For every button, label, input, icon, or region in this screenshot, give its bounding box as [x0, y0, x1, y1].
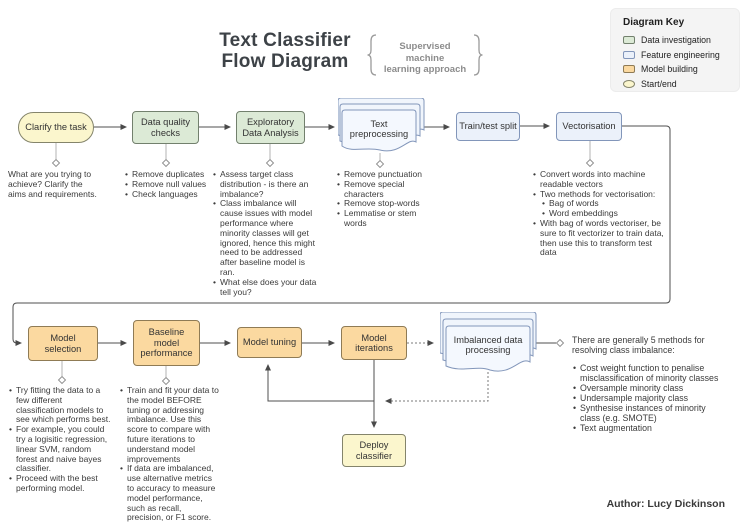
node-train-test-split: Train/test split [456, 112, 520, 141]
page-title-line1: Text Classifier [219, 30, 351, 51]
node-imbalanced-data-processing: Imbalanced data processing [453, 334, 523, 356]
annotation-item: Lemmatise or stem words [337, 208, 424, 229]
annotation-item: Remove null values [125, 179, 220, 190]
annotation-imbalance-methods: Cost weight function to penalise misclas… [572, 363, 722, 433]
key-label: Start/end [641, 78, 677, 89]
annotation-vectorisation: Convert words into machine readable vect… [532, 169, 664, 258]
annotation-item: Class imbalance will cause issues with m… [213, 198, 320, 277]
diagram-key-panel: Diagram Key Data investigation Feature e… [610, 8, 740, 92]
annotation-item: Text augmentation [573, 423, 722, 433]
diamond-anchors [51, 158, 595, 386]
annotation-item: Check languages [125, 189, 220, 200]
annotation-item: For example, you could try a logisitic r… [9, 424, 112, 474]
annotation-item: Undersample majority class [573, 393, 722, 403]
subtitle: Supervised machine learning approach [380, 41, 470, 76]
key-item-model-building: Model building [623, 62, 739, 77]
start-end-swatch [623, 79, 635, 88]
feature-engineering-swatch [623, 50, 635, 59]
right-brace-icon [472, 34, 484, 76]
dashed-connectors [385, 340, 489, 404]
annotation-text-preprocessing: Remove punctuation Remove special charac… [336, 169, 424, 229]
annotation-item: Remove duplicates [125, 169, 220, 180]
annotation-data-quality: Remove duplicates Remove null values Che… [124, 169, 220, 200]
annotation-item: Proceed with the best performing model. [9, 473, 112, 494]
page-title-line2: Flow Diagram [221, 51, 349, 72]
node-model-selection: Model selection [28, 326, 98, 361]
annotation-item: Try fitting the data to a few different … [9, 385, 112, 425]
node-deploy-classifier: Deploy classifier [342, 434, 406, 467]
node-exploratory-data-analysis: Exploratory Data Analysis [236, 111, 305, 144]
key-label: Model building [641, 64, 698, 75]
annotation-item: Remove stop-words [337, 199, 424, 209]
annotation-subitem: Bag of words [542, 199, 664, 209]
node-text-preprocessing-shape [337, 97, 430, 165]
node-model-iterations: Model iterations [341, 326, 407, 360]
annotation-item: Oversample minority class [573, 383, 722, 393]
diagram-key-title: Diagram Key [623, 17, 685, 28]
left-brace-icon [366, 34, 378, 76]
annotation-item: Two methods for vectorisation: [533, 189, 664, 200]
key-item-feature-engineering: Feature engineering [623, 48, 739, 63]
author-credit: Author: Lucy Dickinson [606, 498, 725, 510]
node-imbalanced-data-shape [439, 311, 540, 383]
annotation-clarify-task: What are you trying to achieve? Clarify … [8, 169, 97, 199]
page-title: Text Classifier Flow Diagram [203, 30, 367, 72]
key-item-data-investigation: Data investigation [623, 33, 739, 48]
annotation-item: Assess target class distribution - is th… [213, 169, 320, 199]
annotation-model-selection: Try fitting the data to a few different … [8, 385, 112, 494]
annotation-item: Remove special characters [337, 179, 424, 200]
annotation-item: Train and fit your data to the model BEF… [120, 385, 219, 464]
annotation-item: What else does your data tell you? [213, 277, 320, 298]
annotation-subitem: Word embeddings [542, 208, 664, 219]
annotation-connectors [55, 141, 591, 377]
annotation-item: Synthesise instances of minority class (… [573, 403, 722, 423]
key-label: Feature engineering [641, 49, 720, 60]
node-data-quality-checks: Data quality checks [132, 111, 199, 144]
key-label: Data investigation [641, 35, 711, 46]
annotation-item: Remove punctuation [337, 169, 424, 180]
model-building-swatch [623, 65, 635, 74]
key-item-start-end: Start/end [623, 77, 739, 92]
annotation-item: Cost weight function to penalise misclas… [573, 363, 722, 383]
node-text-preprocessing: Text preprocessing [349, 118, 409, 140]
node-model-tuning: Model tuning [237, 327, 302, 358]
subtitle-line2: learning approach [383, 64, 467, 75]
node-clarify-task: Clarify the task [18, 112, 94, 143]
node-baseline-model-performance: Baseline model performance [133, 320, 200, 366]
annotation-baseline: Train and fit your data to the model BEF… [119, 385, 219, 523]
node-vectorisation: Vectorisation [556, 112, 622, 141]
annotation-item: Convert words into machine readable vect… [533, 169, 664, 190]
data-investigation-swatch [623, 36, 635, 45]
annotation-eda: Assess target class distribution - is th… [212, 169, 320, 298]
annotation-item: With bag of words vectoriser, be sure to… [533, 218, 664, 258]
subtitle-line1: Supervised machine [399, 41, 451, 64]
annotation-imbalance-intro: There are generally 5 methods for resolv… [572, 335, 705, 355]
annotation-item: If data are imbalanced, use alternative … [120, 463, 219, 523]
